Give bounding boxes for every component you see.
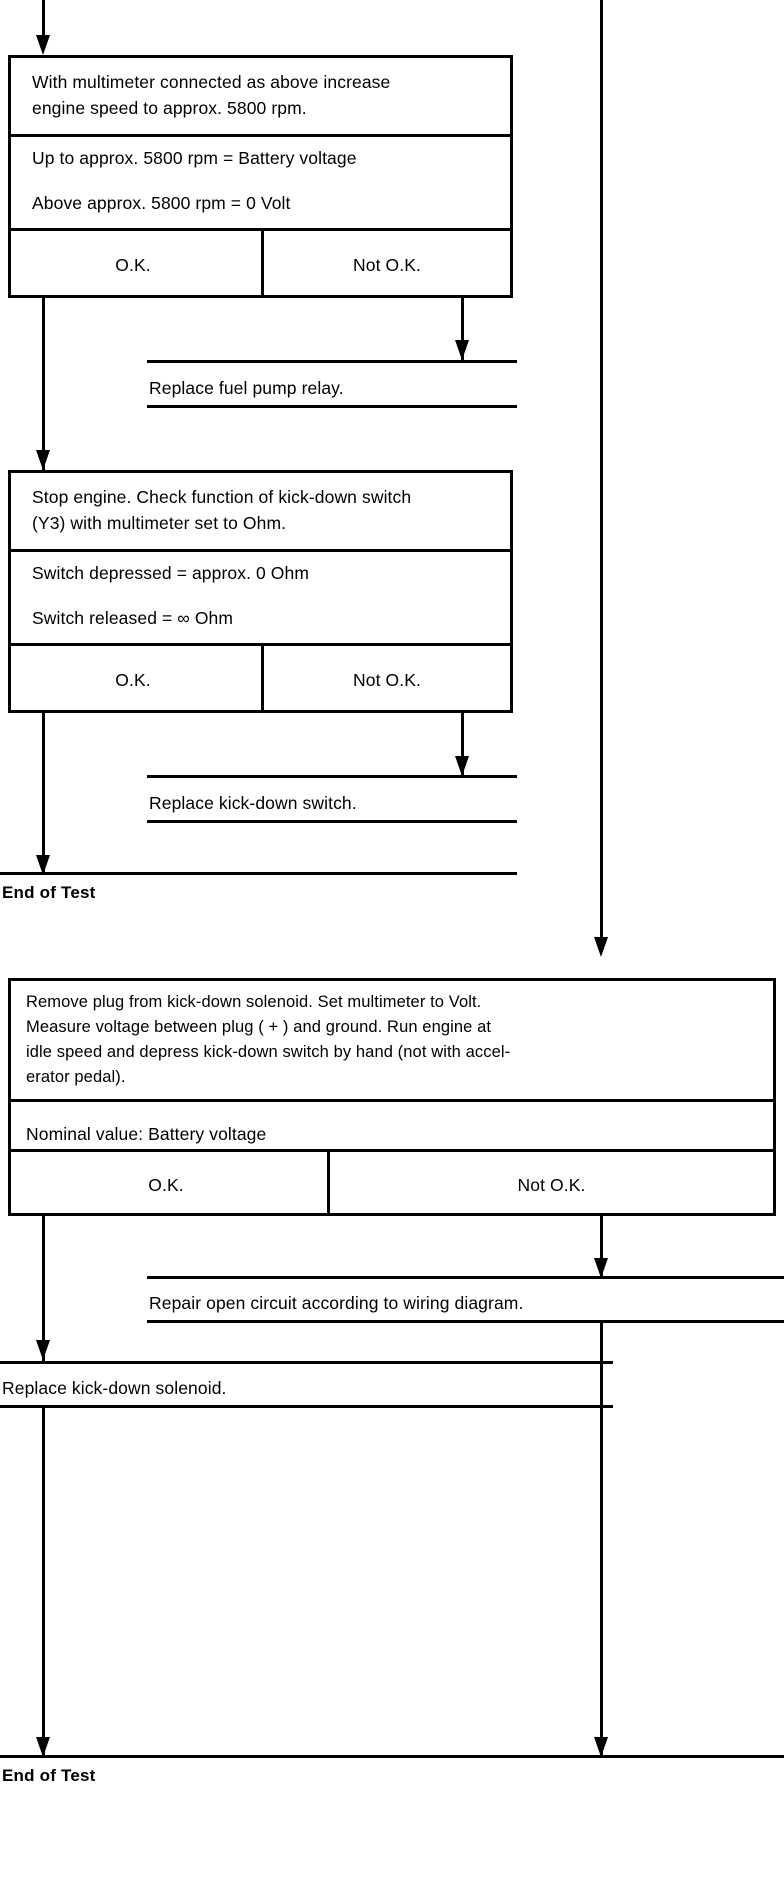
- right-rail-connector-top: [600, 0, 603, 952]
- test-block-2-spec-line-1: Switch depressed = approx. 0 Ohm: [32, 563, 310, 583]
- action-1-bottom-rule: [147, 405, 517, 408]
- action-4-top-rule: [0, 1361, 613, 1364]
- connector-test2-not-ok: [461, 713, 464, 776]
- test-block-2-divider-2: [11, 643, 510, 646]
- test-block-3-divider-2: [11, 1149, 773, 1152]
- test-block-2-not-ok-label[interactable]: Not O.K.: [353, 670, 421, 690]
- test-block-1-instruction-line-2: engine speed to approx. 5800 rpm.: [32, 98, 307, 118]
- arrowhead-action4-down: [36, 1737, 50, 1757]
- test-block-1-not-ok-label[interactable]: Not O.K.: [353, 255, 421, 275]
- test-block-3-result-divider: [327, 1149, 330, 1213]
- end-of-test-1-label: End of Test: [2, 883, 96, 902]
- connector-action3-down: [600, 1320, 603, 1758]
- end-of-test-1-rule: [0, 872, 517, 875]
- test-block-3-instruction-line-2: Measure voltage between plug ( + ) and g…: [26, 1018, 492, 1036]
- arrowhead-right-rail-test3: [594, 937, 608, 957]
- entry-arrowhead-left: [36, 35, 50, 55]
- test-block-3-divider-1: [11, 1099, 773, 1102]
- connector-test3-ok: [42, 1216, 45, 1361]
- action-1-label: Replace fuel pump relay.: [149, 378, 344, 398]
- end-of-test-2-label: End of Test: [2, 1766, 96, 1785]
- test-block-3-instruction-line-1: Remove plug from kick-down solenoid. Set…: [26, 993, 482, 1011]
- test-block-3-not-ok-label[interactable]: Not O.K.: [517, 1175, 586, 1195]
- action-2-top-rule: [147, 775, 517, 778]
- test-block-1-divider-1: [11, 134, 510, 137]
- test-block-2-divider-1: [11, 549, 510, 552]
- test-block-1-result-divider: [261, 228, 264, 295]
- arrowhead-test1-ok: [36, 450, 50, 470]
- test-block-3-spec-line-1: Nominal value: Battery voltage: [26, 1124, 267, 1144]
- test-block-2-ok-label[interactable]: O.K.: [115, 670, 151, 690]
- test-block-1-instruction-line-1: With multimeter connected as above incre…: [32, 72, 391, 92]
- action-3-bottom-rule: [147, 1320, 784, 1323]
- test-block-1: [8, 55, 513, 298]
- test-block-3-instruction-line-4: erator pedal).: [26, 1068, 126, 1086]
- connector-test2-ok: [42, 713, 45, 875]
- action-4-bottom-rule: [0, 1405, 613, 1408]
- test-block-2: [8, 470, 513, 713]
- test-block-1-divider-2: [11, 228, 510, 231]
- action-1-top-rule: [147, 360, 517, 363]
- test-block-3: [8, 978, 776, 1216]
- connector-test3-not-ok: [600, 1216, 603, 1278]
- arrowhead-test3-ok: [36, 1340, 50, 1360]
- end-of-test-2-rule: [0, 1755, 784, 1758]
- action-2-bottom-rule: [147, 820, 517, 823]
- action-4-label: Replace kick-down solenoid.: [2, 1378, 227, 1398]
- action-2-label: Replace kick-down switch.: [149, 793, 357, 813]
- action-3-top-rule: [147, 1276, 784, 1279]
- test-block-1-spec-line-1: Up to approx. 5800 rpm = Battery voltage: [32, 148, 357, 168]
- test-block-3-ok-label[interactable]: O.K.: [148, 1175, 184, 1195]
- test-block-1-ok-label[interactable]: O.K.: [115, 255, 151, 275]
- connector-test1-ok: [42, 298, 45, 470]
- action-3-label: Repair open circuit according to wiring …: [149, 1293, 524, 1313]
- test-block-2-spec-line-2: Switch released = ∞ Ohm: [32, 608, 234, 628]
- arrowhead-action3-down: [594, 1737, 608, 1757]
- connector-action4-down: [42, 1405, 45, 1758]
- entry-connector-left: [42, 0, 45, 48]
- arrowhead-test2-not-ok: [455, 756, 469, 776]
- test-block-1-spec-line-2: Above approx. 5800 rpm = 0 Volt: [32, 193, 291, 213]
- connector-test1-not-ok: [461, 298, 464, 361]
- arrowhead-test3-not-ok: [594, 1258, 608, 1278]
- arrowhead-test1-not-ok: [455, 340, 469, 360]
- test-block-2-instruction-line-2: (Y3) with multimeter set to Ohm.: [32, 513, 287, 533]
- test-block-2-instruction-line-1: Stop engine. Check function of kick-down…: [32, 487, 412, 507]
- arrowhead-test2-ok: [36, 855, 50, 875]
- test-block-3-instruction-line-3: idle speed and depress kick-down switch …: [26, 1043, 511, 1061]
- test-block-2-result-divider: [261, 643, 264, 710]
